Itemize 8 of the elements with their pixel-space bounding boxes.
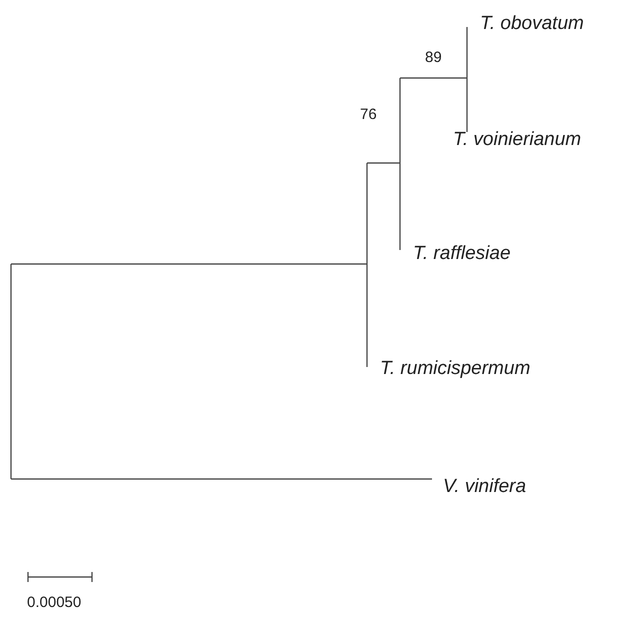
scale-label: 0.00050 <box>27 593 82 613</box>
taxon-label: V. vinifera <box>443 476 526 498</box>
taxon-label: T. rumicispermum <box>380 358 530 380</box>
bootstrap-value: 76 <box>360 105 377 125</box>
bootstrap-value: 89 <box>425 48 442 68</box>
taxon-label: T. obovatum <box>480 13 584 35</box>
taxon-label: T. voinierianum <box>453 129 582 151</box>
taxon-label: T. rafflesiae <box>413 243 511 265</box>
